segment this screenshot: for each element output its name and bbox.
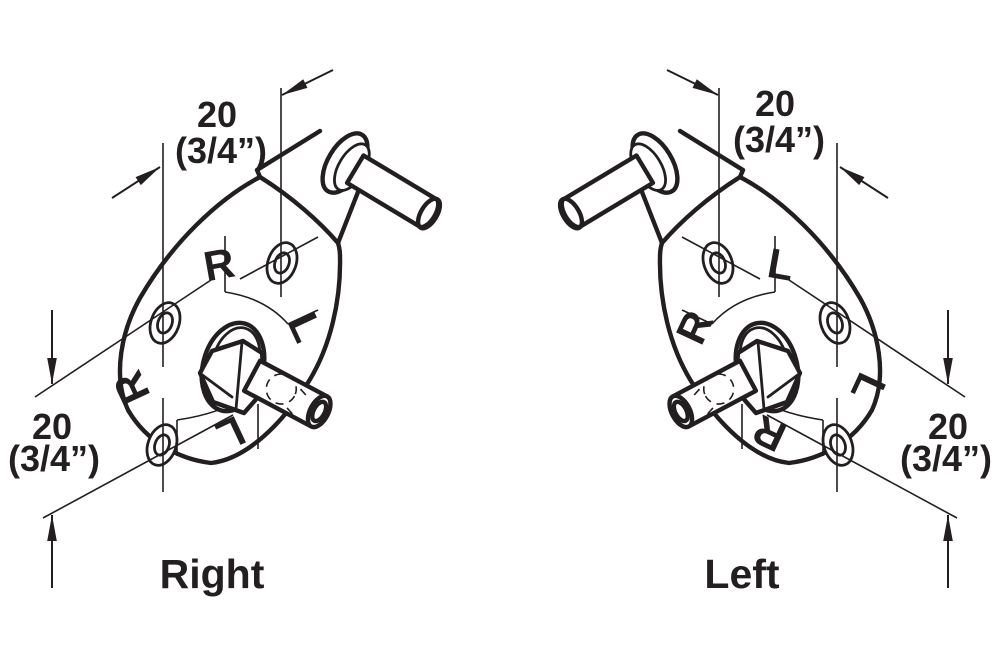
dim-side-unit: (3/4”) bbox=[900, 438, 992, 479]
dim-side-value: 20 bbox=[32, 406, 72, 447]
dim-top-unit: (3/4”) bbox=[733, 119, 825, 160]
dim-top-value: 20 bbox=[755, 83, 795, 124]
dim-top-unit: (3/4”) bbox=[175, 130, 267, 171]
dim-side-unit: (3/4”) bbox=[8, 438, 100, 479]
figure-title-right: Right bbox=[160, 551, 265, 597]
dim-top-value: 20 bbox=[197, 94, 237, 135]
figure-title-left: Left bbox=[704, 551, 780, 597]
dim-side-value: 20 bbox=[928, 406, 968, 447]
